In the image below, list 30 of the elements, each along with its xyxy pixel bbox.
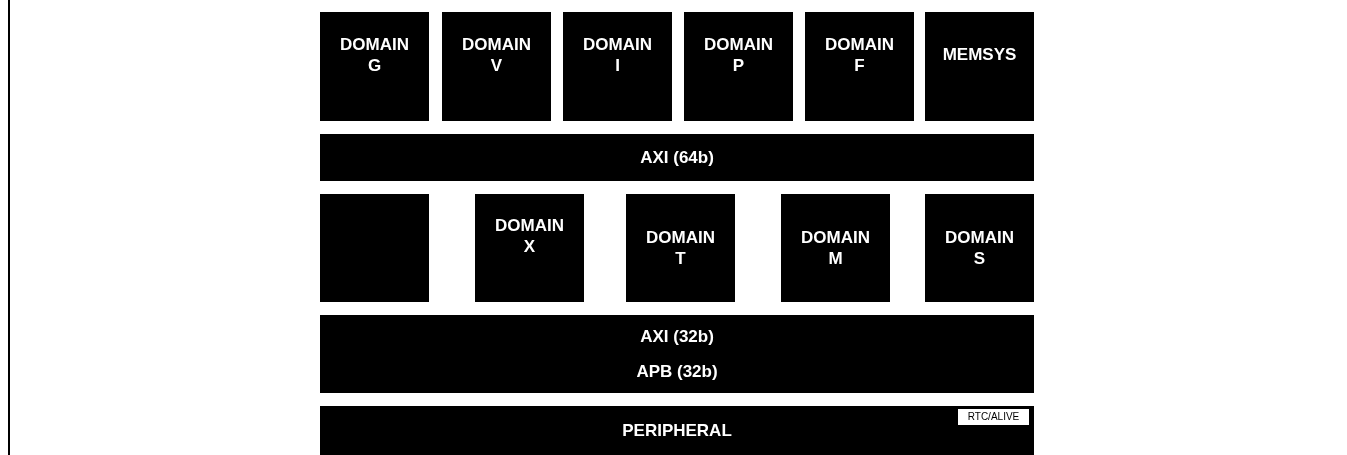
- block: [320, 194, 429, 302]
- block-label: DOMAIN G: [339, 33, 410, 76]
- block-label: DOMAIN P: [703, 33, 774, 76]
- peripheral-bar: [320, 406, 1034, 455]
- block-label: DOMAIN M: [800, 227, 871, 269]
- block-label: DOMAIN V: [461, 33, 532, 76]
- block-label: DOMAIN F: [824, 33, 895, 76]
- sub-block: [957, 408, 1030, 426]
- block-label: DOMAIN X: [494, 215, 565, 257]
- block-label: DOMAIN T: [645, 227, 716, 269]
- block: [475, 194, 584, 302]
- block-label: DOMAIN I: [582, 33, 653, 76]
- block-label: PERIPHERAL: [622, 420, 732, 441]
- block: [563, 12, 672, 121]
- block: [684, 12, 793, 121]
- block-label: MEMSYS: [942, 44, 1017, 65]
- block-label: DOMAIN S: [944, 227, 1015, 269]
- block-label: AXI (64b): [640, 147, 714, 168]
- bus-bar: [320, 315, 1034, 393]
- block: [805, 12, 914, 121]
- block-label: AXI (32b): [640, 326, 714, 347]
- block-label: RTC/ALIVE: [967, 411, 1020, 423]
- bus-bar: [320, 134, 1034, 181]
- block: [626, 194, 735, 302]
- block: [442, 12, 551, 121]
- block: [925, 194, 1034, 302]
- block: [925, 12, 1034, 121]
- block: [781, 194, 890, 302]
- block: [320, 12, 429, 121]
- block-label: APB (32b): [636, 361, 718, 382]
